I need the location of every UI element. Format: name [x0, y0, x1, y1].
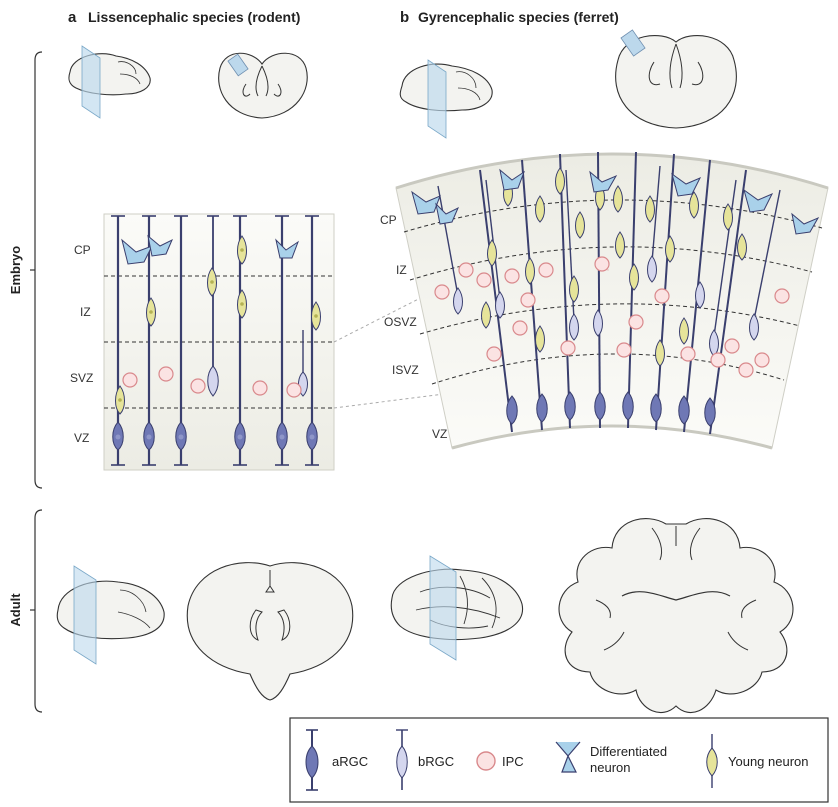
zone-label-b-osvz: OSVZ [384, 315, 417, 329]
legend-box [289, 717, 829, 803]
adult-label: Adult [8, 593, 23, 627]
ferret-embryo-coronal-section [615, 29, 737, 129]
rodent-embryo-brain-sagittal [68, 45, 151, 119]
zone-label-a-svz: SVZ [70, 371, 93, 385]
legend-ipc-icon [476, 751, 496, 771]
ferret-cells [411, 151, 820, 435]
zoom-guide-lower [333, 393, 445, 409]
panel-b-title: Gyrencephalic species (ferret) [418, 9, 619, 25]
legend-differentiated-label-2: neuron [590, 760, 630, 775]
embryo-label: Embryo [8, 246, 23, 294]
rodent-embryo-coronal-section [218, 52, 308, 119]
legend-argc-icon [305, 729, 319, 791]
legend-young-neuron-icon [706, 734, 718, 788]
legend-ipc-label: IPC [502, 754, 524, 769]
zone-label-a-cp: CP [74, 243, 91, 257]
legend-differentiated-label-1: Differentiated [590, 744, 667, 759]
rodent-cells [111, 215, 321, 466]
zone-label-b-vz: VZ [432, 427, 447, 441]
rodent-adult-coronal-section [186, 562, 354, 701]
ferret-adult-brain-sagittal [390, 555, 524, 661]
ferret-adult-coronal-section [558, 518, 794, 714]
panel-a-title: Lissencephalic species (rodent) [88, 9, 300, 25]
rodent-adult-brain-sagittal [56, 565, 165, 665]
zone-label-b-iz: IZ [396, 263, 407, 277]
panel-a-letter: a [68, 9, 77, 26]
zone-label-b-cp: CP [380, 213, 397, 227]
ferret-embryo-brain-sagittal [399, 59, 493, 139]
legend-brgc-icon [396, 729, 408, 790]
embryo-bracket [30, 51, 43, 489]
legend-brgc-label: bRGC [418, 754, 454, 769]
zone-label-b-isvz: ISVZ [392, 363, 419, 377]
legend-young-neuron-label: Young neuron [728, 754, 809, 769]
legend-argc-label: aRGC [332, 754, 368, 769]
zone-label-a-iz: IZ [80, 305, 91, 319]
legend-differentiated-icon [555, 741, 581, 773]
panel-b-letter: b [400, 9, 409, 26]
adult-bracket [30, 509, 43, 713]
zone-label-a-vz: VZ [74, 431, 89, 445]
